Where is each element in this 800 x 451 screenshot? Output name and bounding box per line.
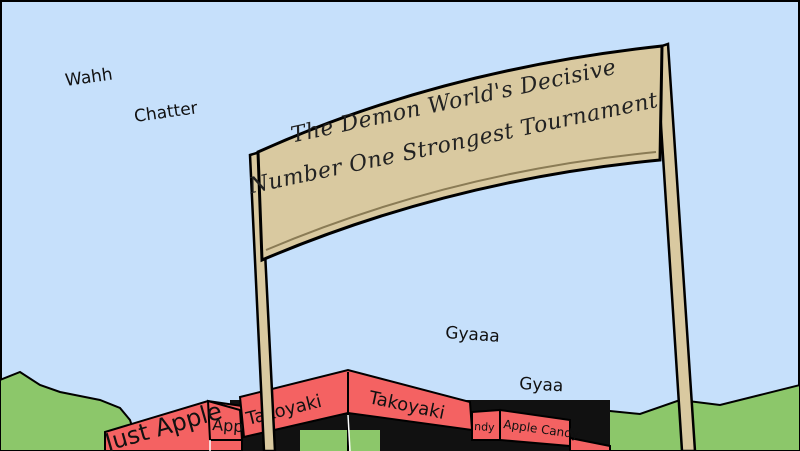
stall-sign-apple: App: [212, 415, 245, 436]
sfx-gyaa: Gyaa: [519, 374, 564, 396]
banner-pole-right: [654, 42, 697, 451]
sfx-gyaaa: Gyaaa: [445, 323, 501, 347]
market-stalls: [104, 368, 611, 451]
stall-sign-candy: ndy: [474, 420, 496, 434]
banner: [256, 44, 664, 263]
